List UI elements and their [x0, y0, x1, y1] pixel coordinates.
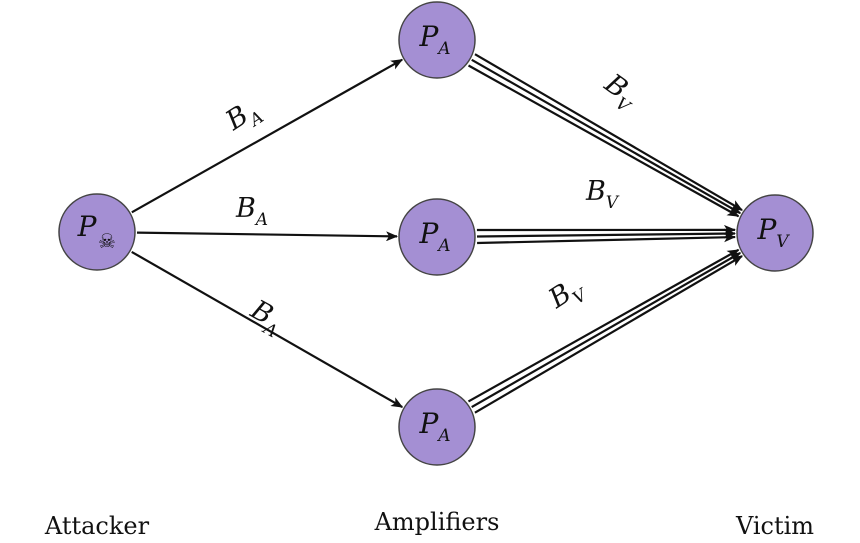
edge-line [136, 231, 399, 242]
edges-layer [131, 53, 743, 414]
edge-line [471, 251, 742, 409]
edge-label-amp-bot-to-victim: BV [543, 270, 592, 320]
node-circle [58, 193, 136, 271]
edge-label-attacker-to-amp-bot: BA [242, 294, 289, 342]
edge-line [477, 232, 737, 245]
edge-line [474, 53, 743, 212]
edge-amp-mid-to-victim [476, 224, 737, 245]
node-circle [398, 198, 476, 276]
column-label-victim: Victim [735, 512, 814, 540]
column-label-amplifiers: Amplifiers [374, 508, 500, 536]
edge-label-amp-top-to-victim: BV [595, 68, 645, 118]
node-victim: PV [736, 194, 814, 272]
node-label: PA [418, 217, 450, 256]
edge-attacker-to-amp-bot [131, 250, 404, 409]
node-amp-top: PA [398, 1, 476, 79]
node-circle [736, 194, 814, 272]
edge-line [467, 248, 740, 403]
node-amp-bot: PA [398, 388, 476, 466]
node-label: PA [418, 20, 450, 59]
edge-attacker-to-amp-top [131, 58, 404, 214]
edge-line [471, 58, 742, 215]
edge-label-amp-mid-to-victim: BV [585, 176, 620, 213]
edge-amp-bot-to-victim [467, 248, 743, 414]
node-label: PV [756, 213, 790, 252]
node-circle [398, 388, 476, 466]
skull-crossbones-icon: ☠ [98, 229, 116, 253]
nodes-layer: P☠ PA PA PA PV [58, 1, 814, 466]
column-label-attacker: Attacker [44, 512, 150, 540]
node-label: P [77, 210, 98, 243]
edge-line [131, 58, 404, 214]
edge-label-attacker-to-amp-top: BA [220, 93, 268, 142]
node-amp-mid: PA [398, 198, 476, 276]
edge-attacker-to-amp-mid [136, 231, 399, 242]
edge-line [131, 250, 404, 409]
edge-label-attacker-to-amp-mid: BA [235, 193, 268, 230]
edge-line [467, 64, 740, 218]
node-circle [398, 1, 476, 79]
node-label: PA [418, 407, 450, 446]
node-attacker: P☠ [58, 193, 136, 271]
edge-line [476, 228, 737, 239]
edge-amp-top-to-victim [467, 53, 743, 218]
edge-line [474, 255, 743, 414]
